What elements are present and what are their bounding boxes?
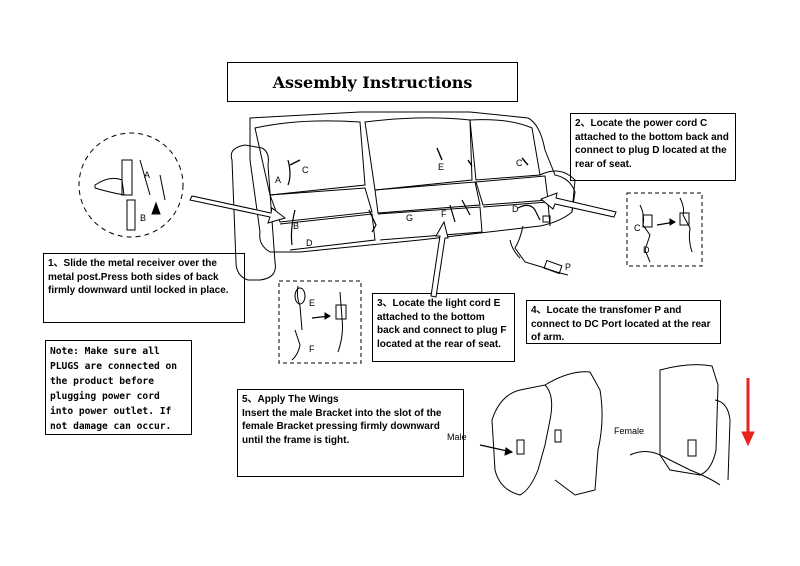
- label-c-sofa-right: C: [516, 158, 523, 168]
- label-d-sofa: D: [306, 238, 313, 248]
- label-female: Female: [614, 426, 644, 436]
- label-male: Male: [447, 432, 467, 442]
- step-4-text: 4、Locate the transfomer P and connect to…: [526, 300, 721, 344]
- detail-circle-receiver: [78, 132, 184, 238]
- pointer-arrows: [189, 192, 617, 298]
- step-5-body: Insert the male Bracket into the slot of…: [242, 407, 442, 446]
- label-c-sofa: C: [302, 165, 309, 175]
- label-p: P: [565, 262, 571, 272]
- sofa-drawing: [230, 111, 576, 281]
- label-a: A: [144, 170, 150, 180]
- step-3-text: 3、Locate the light cord E attached to th…: [372, 293, 515, 362]
- wing-female-drawing: [629, 364, 731, 486]
- label-a-sofa: A: [275, 175, 281, 185]
- step-5-title: 5、Apply The Wings: [242, 394, 339, 405]
- label-e-sofa: E: [438, 162, 444, 172]
- step-1-text: 1、Slide the metal receiver over the meta…: [43, 253, 245, 323]
- step-2-text: 2、Locate the power cord C attached to th…: [570, 113, 736, 181]
- label-f-sofa: F: [441, 209, 447, 219]
- label-f-detail: F: [309, 344, 315, 354]
- label-d-sofa-right: D: [512, 204, 519, 214]
- transformer-drawing: [509, 225, 569, 276]
- label-g-sofa: G: [406, 213, 413, 223]
- warning-note: Note: Make sure all PLUGS are connected …: [45, 340, 192, 435]
- detail-box-power-cord: [626, 192, 703, 267]
- label-c-detail: C: [634, 223, 641, 233]
- label-b: B: [140, 213, 146, 223]
- label-d-detail: D: [643, 245, 650, 255]
- red-down-arrow: [741, 378, 755, 447]
- step-5-box: 5、Apply The Wings Insert the male Bracke…: [237, 389, 464, 477]
- label-b-sofa: B: [293, 221, 299, 231]
- detail-box-light-cord: [278, 280, 362, 364]
- label-e-detail: E: [309, 298, 315, 308]
- wing-male-drawing: [479, 371, 603, 496]
- page-title: Assembly Instructions: [227, 62, 518, 102]
